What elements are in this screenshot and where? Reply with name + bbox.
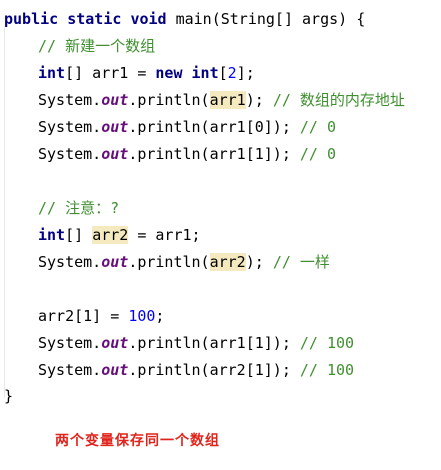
method-call: .println(arr1[1]); (128, 334, 300, 352)
class-system: System. (38, 361, 102, 379)
code-line-print-arr2-1-after[interactable]: System.out.println(arr2[1]); // 100 (38, 360, 354, 380)
code-line-print-arr1-0[interactable]: System.out.println(arr1[0]); // 0 (38, 117, 336, 137)
comment: // 0 (299, 145, 337, 163)
method-call: .println(arr2[1]); (128, 361, 300, 379)
code-line-comment-new-array[interactable]: // 新建一个数组 (38, 36, 155, 56)
keyword-public: public (4, 10, 59, 28)
closing-brace: } (4, 387, 14, 405)
keyword-int: int (38, 64, 66, 82)
comment: // 0 (299, 118, 337, 136)
class-system: System. (38, 334, 102, 352)
number-literal: 2 (227, 64, 237, 82)
static-field-out: out (101, 145, 129, 163)
static-field-out: out (101, 253, 129, 271)
code-line-declare-arr1[interactable]: int[] arr1 = new int[2]; (38, 63, 255, 83)
keyword-new: new (155, 64, 183, 82)
call-close: ); (245, 91, 273, 109)
space (183, 64, 192, 82)
highlighted-identifier-arr1: arr1 (209, 91, 246, 109)
bracket-close: ]; (236, 64, 255, 82)
code-line-comment-note[interactable]: // 注意：? (38, 198, 119, 218)
indent-guide (4, 26, 5, 398)
code-line-print-arr1[interactable]: System.out.println(arr1); // 数组的内存地址 (38, 90, 405, 110)
comment: // 100 (299, 361, 355, 379)
comment: // 数组的内存地址 (272, 91, 405, 109)
comment: // 100 (299, 334, 355, 352)
static-field-out: out (101, 361, 129, 379)
class-system: System. (38, 253, 102, 271)
comment: // 注意：? (38, 199, 120, 217)
method-call: .println( (128, 253, 210, 271)
highlighted-identifier-arr2: arr2 (92, 226, 129, 244)
keyword-int: int (191, 64, 219, 82)
class-system: System. (38, 91, 102, 109)
method-signature: main(String[] args) { (166, 10, 366, 28)
class-system: System. (38, 118, 102, 136)
static-field-out: out (101, 118, 129, 136)
bracket-open: [ (218, 64, 228, 82)
keyword-static: static (67, 10, 122, 28)
declaration-text: [] (65, 226, 93, 244)
highlighted-identifier-arr2: arr2 (209, 253, 246, 271)
call-close: ); (245, 253, 273, 271)
class-system: System. (38, 145, 102, 163)
static-field-out: out (101, 334, 129, 352)
code-line-print-arr1-1-after[interactable]: System.out.println(arr1[1]); // 100 (38, 333, 354, 353)
code-line-declare-arr2[interactable]: int[] arr2 = arr1; (38, 225, 201, 245)
declaration-text: [] arr1 = (65, 64, 156, 82)
annotation-caption: 两个变量保存同一个数组 (55, 433, 220, 449)
code-line-assign-arr2-1[interactable]: arr2[1] = 100; (38, 306, 164, 326)
static-field-out: out (101, 91, 129, 109)
code-line-closing-brace[interactable]: } (4, 386, 13, 406)
assignment: = arr1; (128, 226, 201, 244)
comment: // 一样 (272, 253, 330, 271)
code-line-print-arr1-1[interactable]: System.out.println(arr1[1]); // 0 (38, 144, 336, 164)
keyword-int: int (38, 226, 66, 244)
code-line-print-arr2[interactable]: System.out.println(arr2); // 一样 (38, 252, 330, 272)
method-call: .println(arr1[0]); (128, 118, 300, 136)
method-call: .println(arr1[1]); (128, 145, 300, 163)
method-call: .println( (128, 91, 210, 109)
assignment-target: arr2[1] = (38, 307, 129, 325)
keyword-void: void (130, 10, 167, 28)
comment: // 新建一个数组 (38, 37, 156, 55)
code-line-main-signature[interactable]: public static void main(String[] args) { (4, 9, 365, 29)
number-literal: 100 (128, 307, 156, 325)
semicolon: ; (155, 307, 165, 325)
